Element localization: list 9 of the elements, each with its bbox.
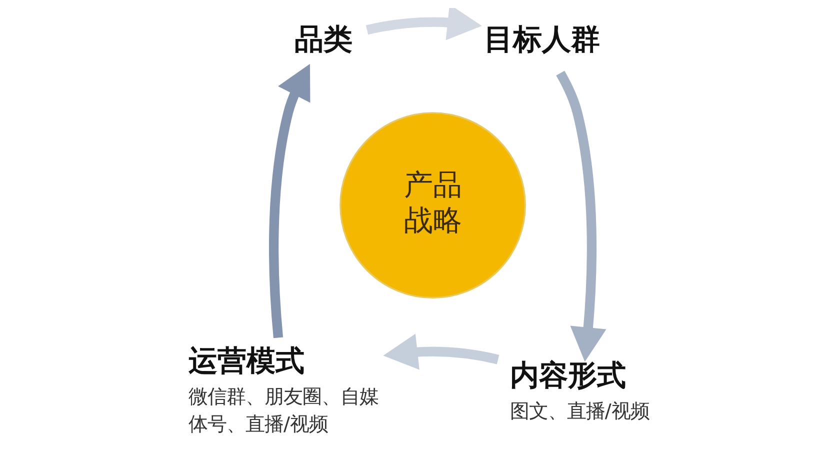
node-circle: 产品战略 (339, 112, 526, 298)
arrow (382, 334, 499, 370)
arrow (268, 64, 310, 338)
arrow (556, 70, 606, 362)
node-text: 品类 (294, 22, 352, 56)
arrow (365, 8, 482, 40)
node-text: 运营模式 微信群、朋友圈、自媒体号、直播/视频 (188, 344, 378, 436)
node-text: 内容形式 图文、直播/视频 (509, 358, 649, 423)
node-text: 目标人群 (484, 22, 600, 56)
